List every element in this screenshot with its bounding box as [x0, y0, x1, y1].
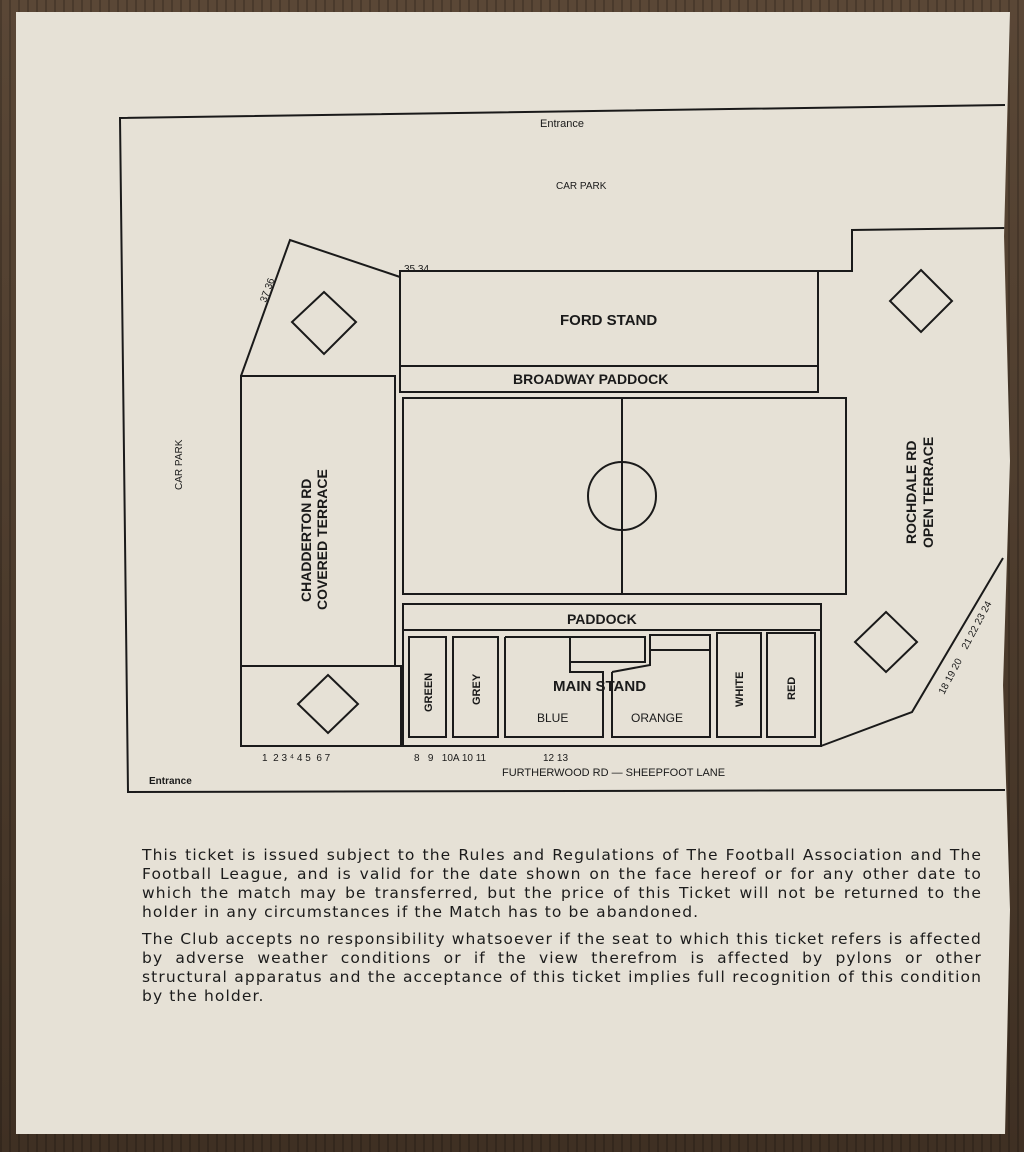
corner-terrace-top-left	[240, 238, 401, 377]
rochdale-line1: ROCHDALE RD	[903, 441, 919, 544]
grey-block	[452, 636, 499, 738]
gates-12-13-label: 12 13	[543, 753, 568, 764]
gates-37-36-label: 37 36	[258, 276, 277, 304]
gates-21-24-label: 21 22 23 24	[960, 599, 995, 651]
orange-label: ORANGE	[631, 711, 683, 725]
broadway-paddock-label: BROADWAY PADDOCK	[513, 371, 668, 387]
rochdale-terrace-outline	[818, 227, 1006, 272]
ticket-terms: This ticket is issued subject to the Rul…	[142, 846, 982, 1014]
main-stand-outline	[402, 629, 822, 747]
entrance-bottom-label: Entrance	[149, 776, 192, 787]
main-stand-box-1	[569, 636, 646, 663]
centre-circle	[587, 461, 657, 531]
white-label: WHITE	[734, 672, 746, 707]
car-park-left-label: CAR PARK	[174, 439, 185, 490]
paddock-label: PADDOCK	[567, 611, 637, 627]
main-stand-label: MAIN STAND	[553, 678, 646, 695]
pylon-diamond-top-left	[290, 290, 358, 356]
gates-8-11-label: 8 9 10A 10 11	[414, 753, 487, 764]
white-block	[716, 632, 762, 738]
blue-label: BLUE	[537, 711, 568, 725]
pitch	[402, 397, 847, 595]
gates-1-7-label: 1 2 3 ⁴ 4 5 6 7	[262, 753, 331, 764]
main-stand-box-2	[649, 634, 711, 651]
red-block	[766, 632, 816, 738]
ford-stand-label: FORD STAND	[560, 312, 657, 329]
broadway-paddock-block	[399, 365, 819, 393]
terms-paragraph-1: This ticket is issued subject to the Rul…	[142, 846, 982, 921]
street-label: FURTHERWOOD RD — SHEEPFOOT LANE	[502, 767, 725, 779]
match-ticket-back: Entrance CAR PARK CAR PARK 35 34 37 36 F…	[16, 12, 1010, 1134]
green-block	[408, 636, 447, 738]
terms-paragraph-2: The Club accepts no responsibility whats…	[142, 930, 982, 1005]
car-park-top-label: CAR PARK	[556, 181, 607, 192]
grey-label: GREY	[471, 673, 483, 705]
entrance-top-label: Entrance	[540, 118, 584, 130]
pylon-diamond-bottom-left	[296, 673, 360, 735]
rochdale-line2: OPEN TERRACE	[920, 437, 936, 548]
green-label: GREEN	[423, 673, 435, 712]
outer-boundary	[118, 104, 1006, 794]
gates-35-34-label: 35 34	[404, 264, 429, 275]
red-label: RED	[786, 677, 798, 700]
chadderton-line2: COVERED TERRACE	[314, 469, 330, 610]
corner-bottom-left-block	[240, 665, 402, 747]
rochdale-corner-lower	[820, 557, 1004, 747]
ground-plan: Entrance CAR PARK CAR PARK 35 34 37 36 F…	[118, 104, 1006, 794]
chadderton-line1: CHADDERTON RD	[298, 479, 314, 602]
pylon-diamond-top-right	[888, 268, 954, 334]
pylon-diamond-bottom-right	[853, 610, 919, 674]
